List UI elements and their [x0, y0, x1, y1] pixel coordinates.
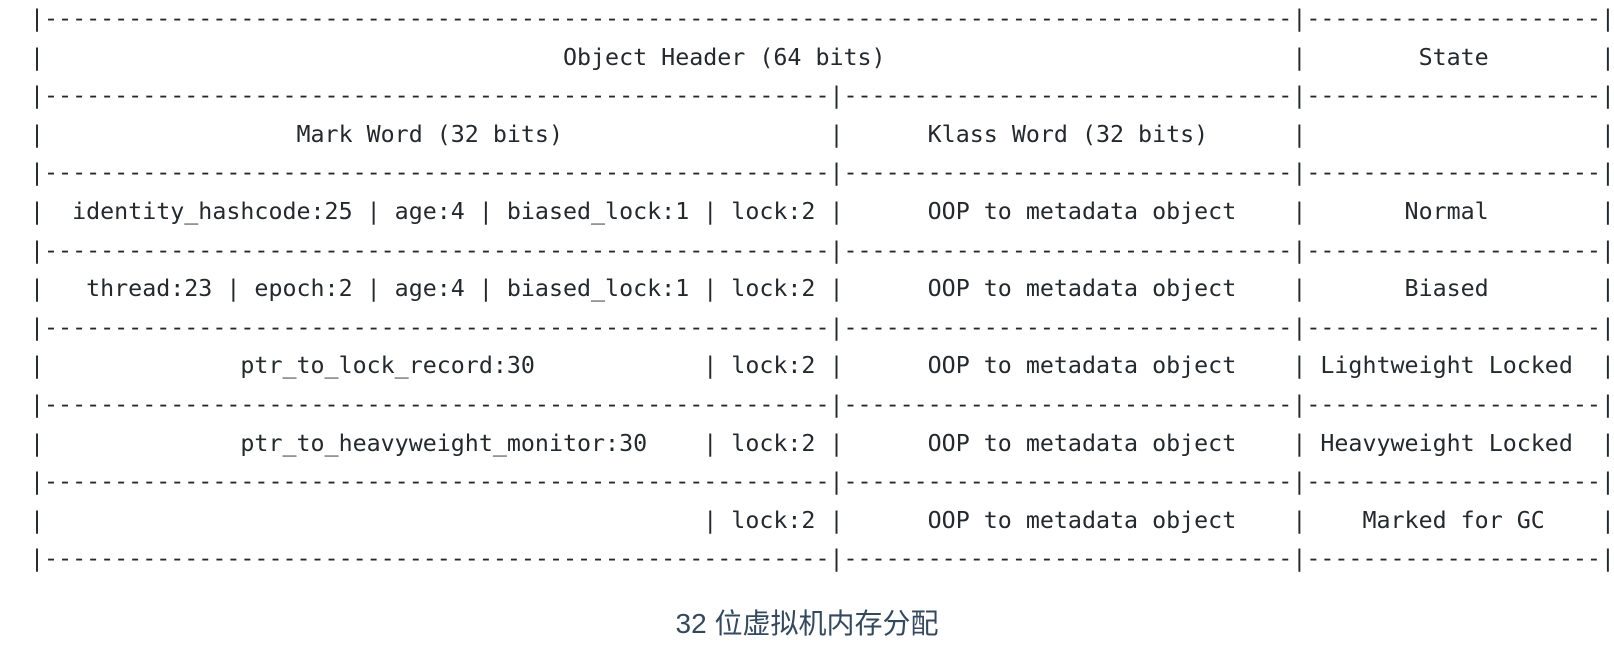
figure-caption: 32 位虚拟机内存分配 [675, 608, 939, 639]
jvm-object-header-ascii-table: |---------------------------------------… [30, 5, 1614, 573]
